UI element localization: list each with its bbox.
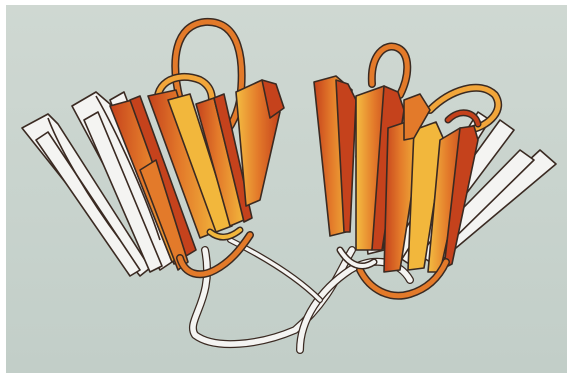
white-coil-links: [193, 240, 410, 350]
illustration-plate: [6, 5, 567, 373]
left-domain: [22, 22, 284, 276]
right-orange-strands: [314, 76, 478, 272]
right-domain: [314, 47, 556, 296]
ribbon-illustration: [6, 5, 567, 373]
